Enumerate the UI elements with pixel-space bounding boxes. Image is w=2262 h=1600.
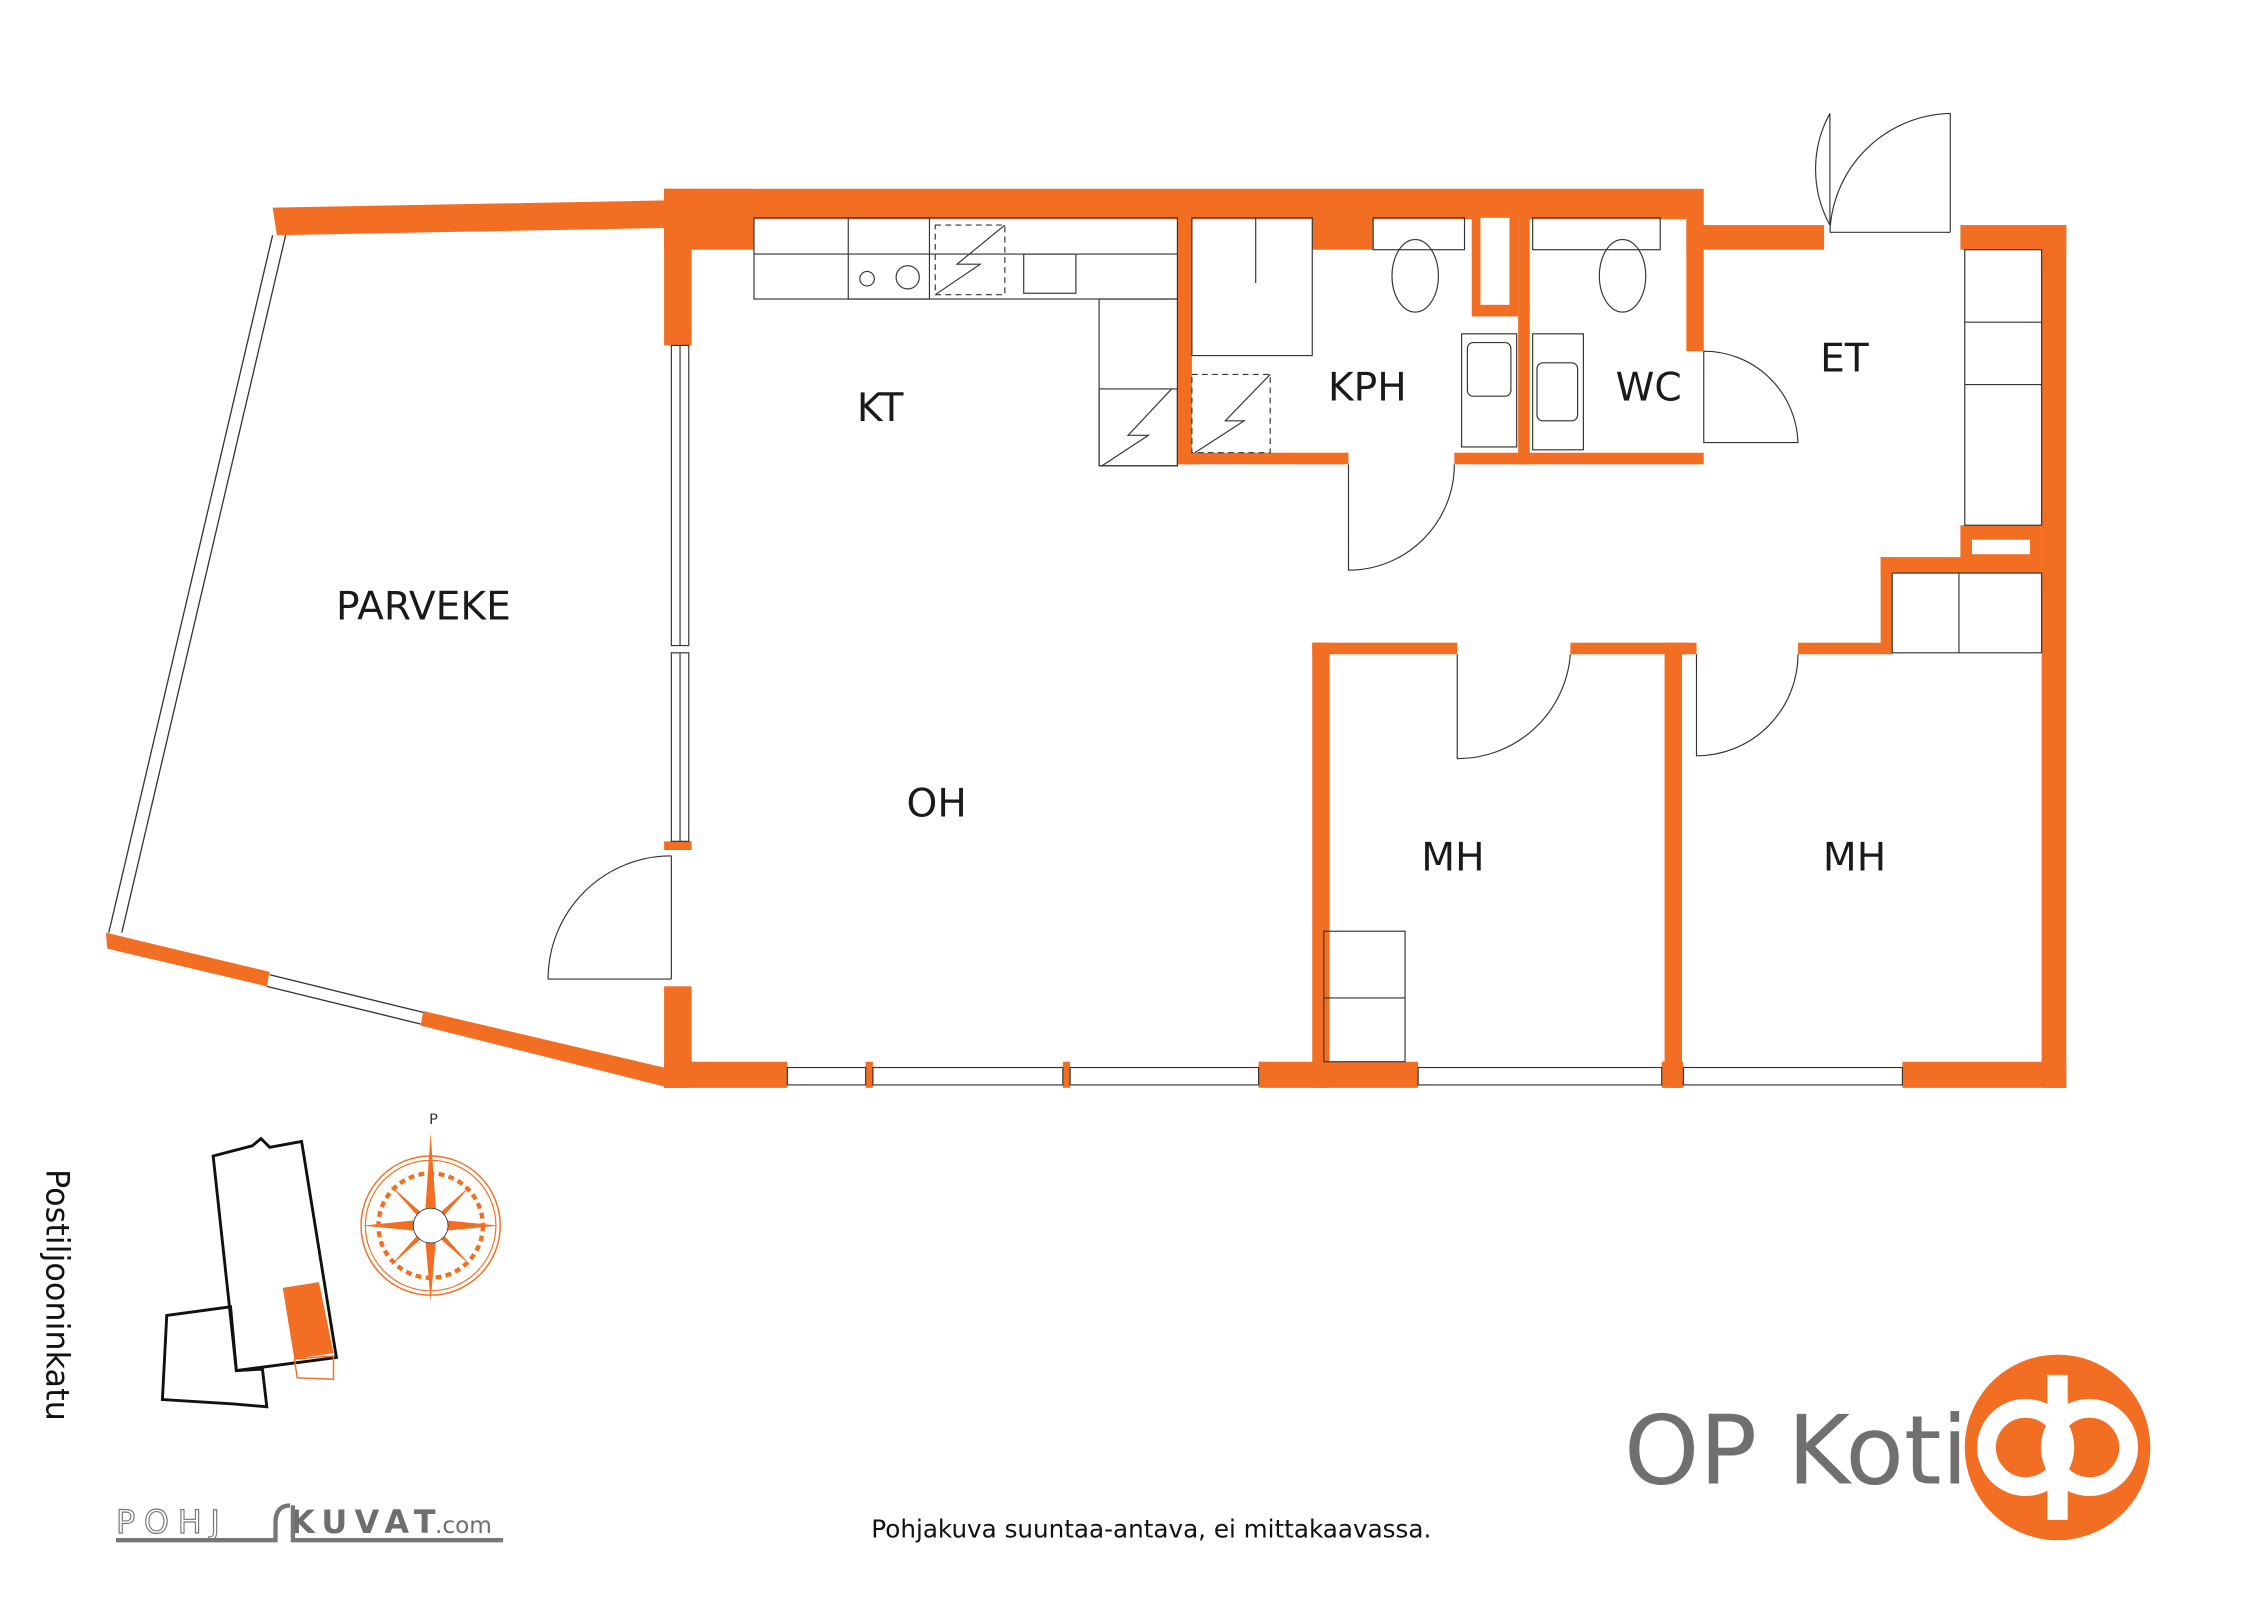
pohjakuvat-logo-right: KUVAT: [290, 1503, 443, 1541]
street-label: Postiljooninkatu: [38, 1169, 76, 1421]
doors: [1347, 112, 1951, 760]
balcony: [105, 200, 672, 1088]
room-label-wc: WC: [1616, 366, 1682, 411]
room-label-parveke: PARVEKE: [336, 584, 511, 629]
op-koti-wordmark: OP Koti: [1624, 1395, 1968, 1507]
room-label-mh-1: MH: [1421, 835, 1484, 880]
room-label-kph: KPH: [1328, 366, 1407, 411]
disclaimer-note: Pohjakuva suuntaa-antava, ei mittakaavas…: [871, 1514, 1431, 1543]
room-label-oh: OH: [907, 782, 967, 827]
compass-rose-icon: P: [360, 1112, 501, 1301]
pohjakuvat-logo-suffix: .com: [435, 1512, 492, 1539]
pohjakuvat-logo: POHJ KUVAT .com: [115, 1502, 504, 1543]
walls: [664, 188, 2067, 1088]
pohjakuvat-logo-left: POHJ: [116, 1503, 229, 1541]
compass-north-label: P: [429, 1112, 438, 1128]
room-label-mh-2: MH: [1823, 835, 1886, 880]
windows: [670, 344, 1903, 1086]
op-logo-icon: [1964, 1354, 2151, 1541]
site-map: Postiljooninkatu: [38, 1136, 339, 1421]
fixtures: [753, 217, 2043, 1063]
room-label-et: ET: [1820, 337, 1870, 382]
room-label-kt: KT: [857, 386, 905, 431]
